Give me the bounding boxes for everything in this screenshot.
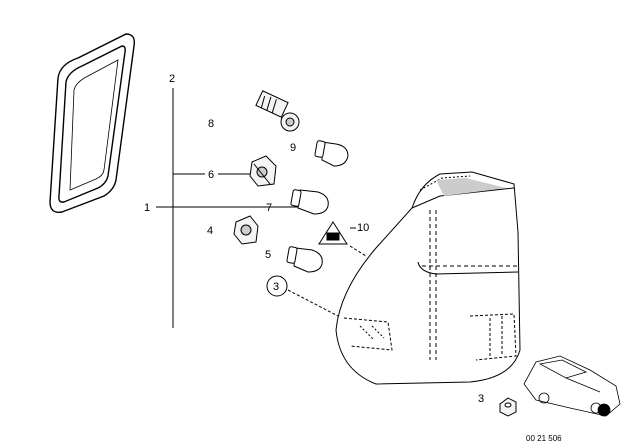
- callout-3-bottom: 3: [478, 393, 484, 405]
- callout-1: 1: [144, 202, 150, 214]
- callout-6: 6: [208, 169, 214, 181]
- callout-8: 8: [208, 118, 214, 130]
- bulb-socket-4: [233, 215, 259, 245]
- bulb-socket-6: [249, 155, 277, 187]
- leader-10-dashed: [349, 245, 367, 257]
- leader-3-dashed: [287, 289, 339, 317]
- warning-triangle-label-10: [318, 221, 348, 245]
- callout-10: 10: [357, 222, 369, 234]
- callout-5: 5: [265, 249, 271, 261]
- callout-9: 9: [290, 142, 296, 154]
- gasket-seal: [49, 33, 136, 213]
- hex-nut: [499, 397, 517, 417]
- bulb-7: [290, 189, 329, 215]
- callout-3-top: 3: [273, 281, 279, 293]
- bulb-5: [286, 246, 323, 273]
- callout-4: 4: [207, 225, 213, 237]
- vehicle-location-inset: [523, 355, 621, 417]
- diagram-code: 00 21 506: [526, 434, 562, 443]
- bulb-socket-8: [255, 90, 300, 132]
- callout-7: 7: [266, 202, 272, 214]
- callout-2: 2: [169, 73, 175, 85]
- rear-light-assembly: [335, 171, 521, 385]
- bulb-9: [314, 140, 349, 167]
- circled-callout-3: 3: [266, 275, 288, 297]
